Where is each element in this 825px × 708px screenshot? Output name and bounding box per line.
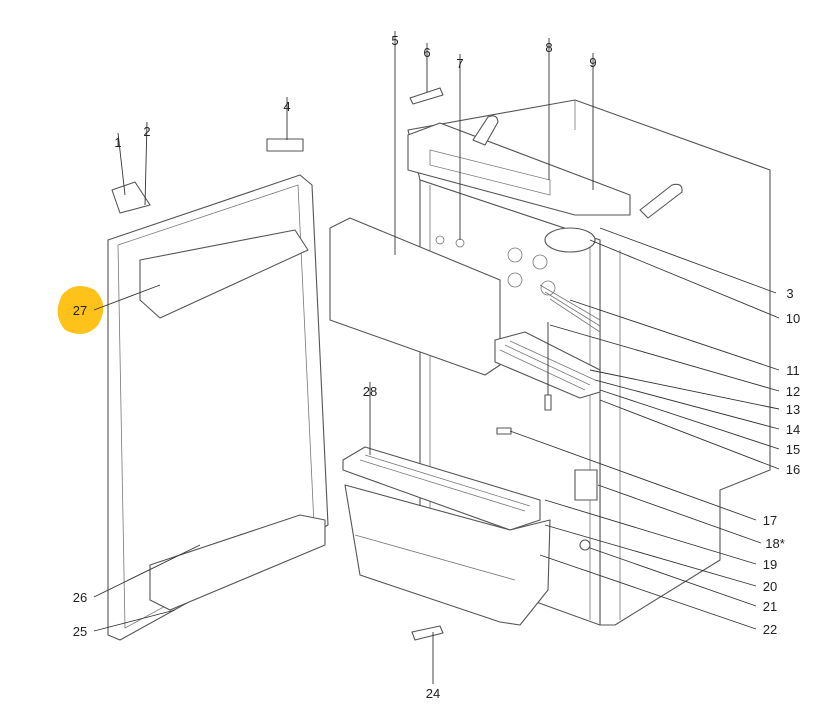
leader-line-18-star [597, 484, 762, 544]
part-label-16: 16 [786, 462, 800, 477]
leader-line-10 [589, 239, 780, 319]
leader-line-20 [544, 524, 757, 587]
light-cover [574, 469, 598, 501]
part-label-18-star: 18* [765, 536, 785, 551]
leader-line-13 [589, 369, 780, 410]
part-label-3: 3 [786, 286, 793, 301]
fridge-door [107, 174, 329, 641]
part-label-5: 5 [391, 33, 398, 48]
leader-line-15 [599, 389, 780, 450]
part-label-28: 28 [363, 384, 377, 399]
hinge-pin [409, 87, 444, 105]
part-label-12: 12 [786, 384, 800, 399]
leader-line-25 [93, 609, 176, 632]
strap-left [472, 115, 499, 146]
leader-line-22 [539, 554, 757, 630]
part-label-14: 14 [786, 422, 800, 437]
part-label-19: 19 [763, 557, 777, 572]
leader-line-2 [144, 121, 148, 206]
part-label-27: 27 [73, 303, 87, 318]
control-panel [407, 122, 631, 216]
hinge-bottom [411, 625, 444, 641]
fan [544, 227, 596, 253]
leader-line-16 [599, 399, 780, 470]
part-label-15: 15 [786, 442, 800, 457]
sensor [544, 394, 552, 411]
part-label-20: 20 [763, 579, 777, 594]
leader-line-21 [589, 547, 757, 607]
part-label-6: 6 [423, 45, 430, 60]
part-label-26: 26 [73, 590, 87, 605]
pin [496, 427, 512, 435]
strap-right [639, 183, 683, 219]
leader-line-26 [93, 544, 201, 598]
part-label-4: 4 [283, 99, 290, 114]
leader-line-19 [544, 499, 757, 565]
part-labels: 123456789101112131415161718*192021222425… [73, 33, 800, 701]
part-label-10: 10 [786, 311, 800, 326]
freezer-door [329, 217, 501, 376]
part-label-25: 25 [73, 624, 87, 639]
leader-line-14 [594, 379, 780, 430]
part-label-1: 1 [114, 135, 121, 150]
part-label-21: 21 [763, 599, 777, 614]
part-label-2: 2 [143, 124, 150, 139]
leader-line-17 [509, 430, 757, 521]
part-label-11: 11 [786, 363, 800, 378]
part-label-8: 8 [545, 40, 552, 55]
leader-lines [93, 31, 780, 684]
latch [111, 181, 151, 214]
part-label-7: 7 [456, 56, 463, 71]
knob [579, 539, 591, 551]
highlight-marker [57, 286, 104, 334]
part-label-17: 17 [763, 513, 777, 528]
leader-line-3 [599, 227, 777, 294]
part-label-22: 22 [763, 622, 777, 637]
part-label-9: 9 [589, 55, 596, 70]
evaporator [435, 235, 601, 333]
crisper-lid [342, 446, 541, 531]
part-label-24: 24 [426, 686, 440, 701]
part-label-13: 13 [786, 402, 800, 417]
leader-line-27 [93, 284, 161, 311]
leader-line-12 [549, 324, 780, 392]
leader-line-1 [117, 132, 126, 196]
crisper-drawer [344, 484, 551, 626]
hinge-top [266, 138, 304, 152]
leader-line-11 [569, 299, 780, 371]
